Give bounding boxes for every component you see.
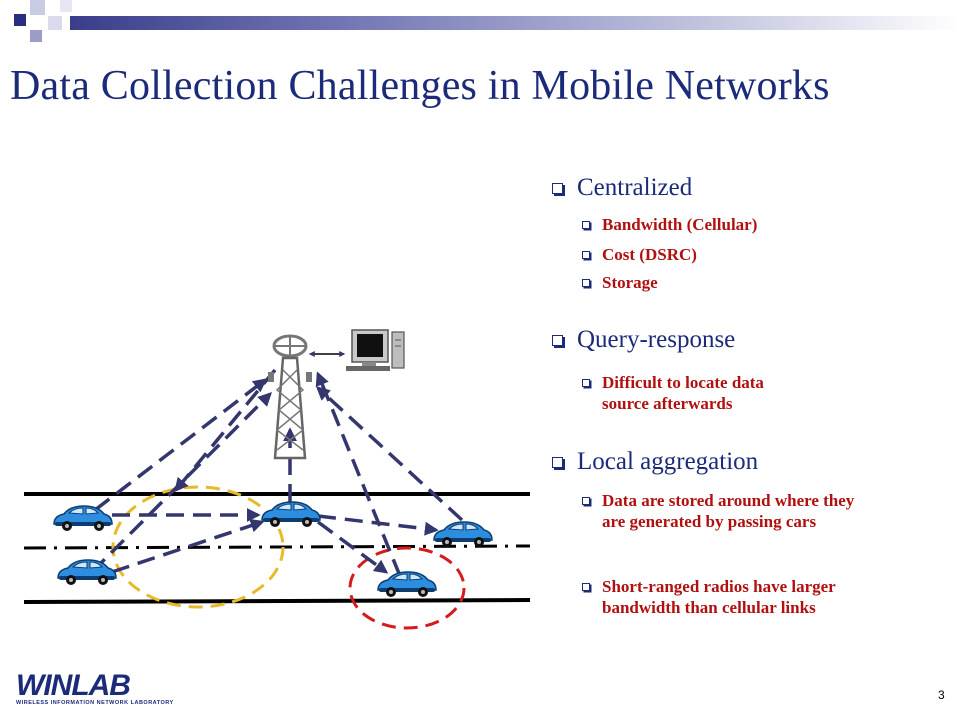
square-bullet-icon (582, 221, 590, 229)
header-square-pale (48, 16, 62, 30)
square-bullet-icon (582, 251, 590, 259)
square-bullet-icon (552, 182, 563, 194)
bullet-label: Centralized (577, 174, 693, 201)
sub-bullet-short-ranged: Short-ranged radios have larger bandwidt… (582, 576, 864, 618)
sub-bullet-label: Short-ranged radios have larger bandwidt… (602, 577, 836, 617)
sub-bullet-label: Data are stored around where they are ge… (602, 491, 855, 531)
sub-bullet-label: Difficult to locate data source afterwar… (602, 373, 764, 413)
car-icon (53, 505, 113, 532)
bullet-centralized: Centralized (552, 174, 692, 202)
sub-bullet-cost: Cost (DSRC) (582, 244, 902, 265)
sub-bullet-label: Storage (602, 273, 658, 292)
header-gradient-bar (70, 16, 960, 30)
road-bottom-edge (23, 598, 531, 604)
header-decoration (0, 0, 960, 48)
sub-bullet-label: Bandwidth (Cellular) (602, 215, 758, 234)
computer-icon (346, 329, 405, 371)
car-icon (433, 521, 493, 548)
slide-title: Data Collection Challenges in Mobile Net… (10, 63, 830, 109)
car-icon (57, 559, 117, 586)
car-icon (377, 571, 437, 598)
sub-bullet-difficult: Difficult to locate data source afterwar… (582, 372, 802, 414)
bullet-local-aggregation: Local aggregation (552, 448, 758, 476)
bullet-label: Query-response (577, 326, 736, 353)
square-bullet-icon (582, 379, 590, 387)
uplink-arrows (90, 368, 464, 577)
header-square-light (30, 0, 45, 15)
v2v-arrows (111, 508, 439, 574)
logo-tagline: WIRELESS INFORMATION NETWORK LABORATORY (16, 700, 174, 706)
header-square-lightest (60, 0, 72, 12)
sub-bullet-storage: Storage (582, 272, 902, 293)
car-icon (261, 501, 321, 528)
sub-bullet-label: Cost (DSRC) (602, 245, 697, 264)
road-center-line (23, 544, 531, 550)
network-diagram (23, 329, 531, 630)
header-square-dark (14, 14, 26, 26)
bullet-query-response: Query-response (552, 326, 735, 354)
local-aggregation-zone-yellow (111, 485, 285, 609)
square-bullet-icon (582, 497, 590, 505)
logo-wordmark: WINLAB (16, 669, 131, 702)
local-aggregation-zone-red (348, 546, 466, 630)
header-square-mid (30, 30, 42, 42)
cell-tower-icon (268, 334, 312, 460)
sub-bullet-data-stored: Data are stored around where they are ge… (582, 490, 864, 532)
square-bullet-icon (582, 583, 590, 591)
page-number: 3 (938, 688, 945, 702)
square-bullet-icon (552, 456, 563, 468)
winlab-logo: WINLAB WIRELESS INFORMATION NETWORK LABO… (16, 669, 176, 712)
sub-bullet-bandwidth: Bandwidth (Cellular) (582, 214, 902, 235)
square-bullet-icon (552, 334, 563, 346)
bullet-label: Local aggregation (577, 448, 759, 475)
square-bullet-icon (582, 279, 590, 287)
